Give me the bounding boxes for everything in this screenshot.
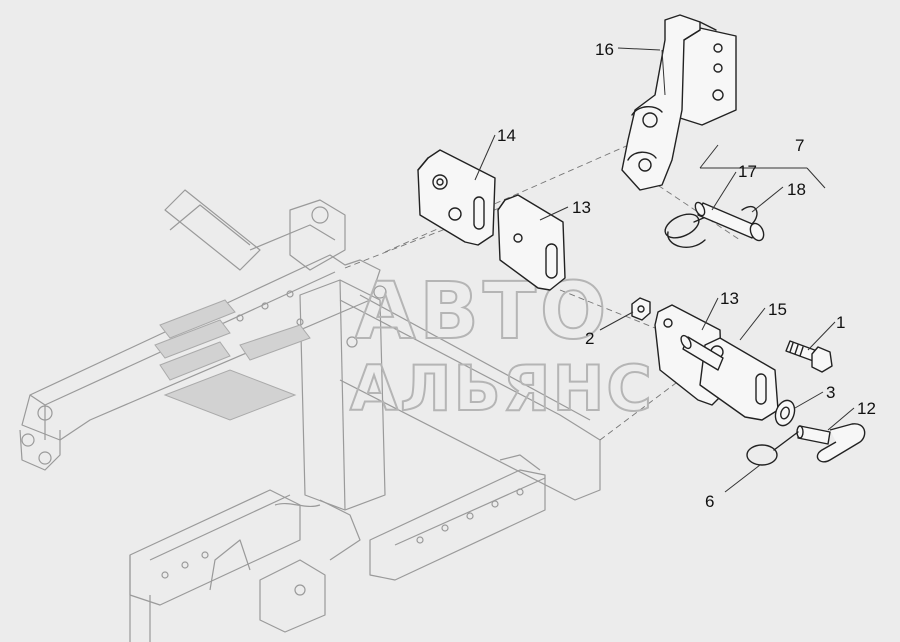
part-16-bracket (621, 14, 737, 191)
callout-labels: 16 14 13 7 17 18 13 15 1 2 3 12 6 (497, 40, 876, 511)
watermark-line-1: АВТО (355, 267, 610, 357)
callout-1: 1 (836, 313, 845, 332)
watermark-line-2: АЛЬЯНС (350, 352, 654, 425)
part-18-pin (694, 201, 765, 242)
watermark: АВТО АЛЬЯНС (154, 266, 654, 426)
part-12-handle-pin (796, 423, 866, 463)
callout-13-lower: 13 (720, 289, 739, 308)
assembly-lines (344, 139, 741, 441)
callout-16: 16 (595, 40, 614, 59)
watermark-logo (154, 299, 311, 421)
part-13-upper-plate (497, 194, 566, 291)
callout-6: 6 (705, 492, 714, 511)
callout-7: 7 (795, 136, 804, 155)
callout-18: 18 (787, 180, 806, 199)
callout-14: 14 (497, 126, 516, 145)
callout-15: 15 (768, 300, 787, 319)
part-2-nut (631, 297, 651, 321)
part-14-plate (417, 149, 496, 246)
leader-lines (474, 47, 855, 493)
part-15-bracket (680, 334, 779, 421)
part-6-lynch-pin (746, 431, 799, 466)
hitch-frame-drawing (19, 189, 601, 642)
callout-13-upper: 13 (572, 198, 591, 217)
callout-2: 2 (585, 329, 594, 348)
callout-3: 3 (826, 383, 835, 402)
part-3-washer (774, 399, 796, 427)
callout-12: 12 (857, 399, 876, 418)
part-1-bolt (785, 340, 833, 373)
callout-17: 17 (738, 162, 757, 181)
